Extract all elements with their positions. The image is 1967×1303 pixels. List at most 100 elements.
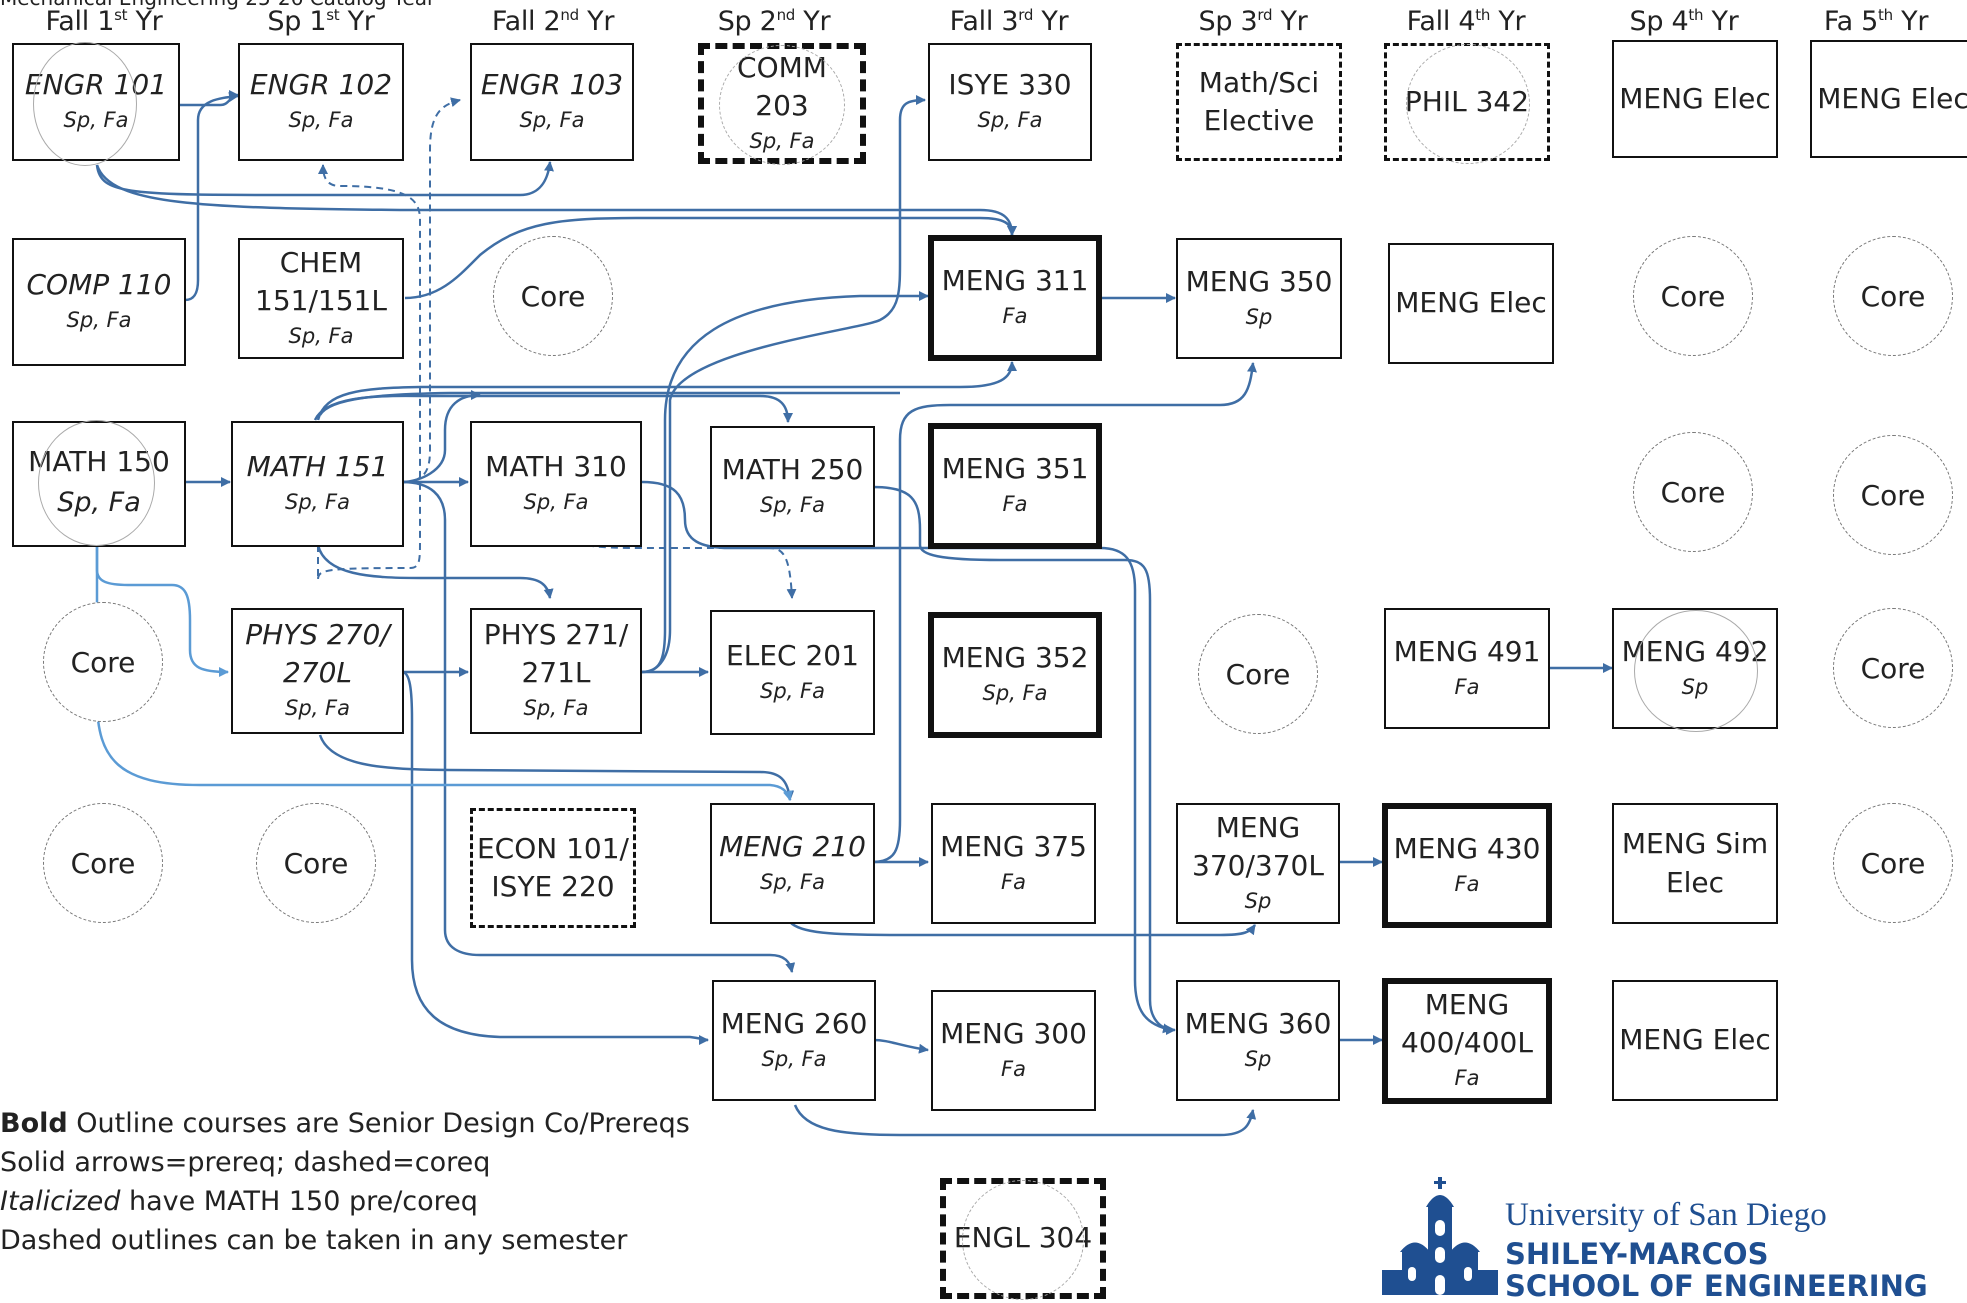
arrow-engr101-meng311 <box>95 164 1017 236</box>
course-phil-342[interactable]: PHIL 342 <box>1384 43 1550 161</box>
course-offered: Sp, Fa <box>288 323 354 348</box>
course-code: MENG 351 <box>941 452 1089 486</box>
core-circle[interactable]: Core <box>256 803 376 923</box>
course-code: MENG 300 <box>940 1016 1087 1050</box>
course-code: MENG 360 <box>1184 1006 1332 1040</box>
course-offered: Fa <box>1002 492 1028 517</box>
mission-building-icon <box>1382 1177 1498 1295</box>
course-meng-elec-fa5[interactable]: MENG Elec <box>1810 40 1967 158</box>
semester-header-sp-1: Sp 1st Yr <box>267 6 375 37</box>
course-engl-304[interactable]: ENGL 304 <box>940 1178 1106 1299</box>
arrow-math151-math250 <box>313 394 793 423</box>
course-meng-sim-elec[interactable]: MENG Sim Elec <box>1612 803 1778 924</box>
core-circle[interactable]: Core <box>1833 236 1953 356</box>
course-offered: Sp, Fa <box>57 487 141 519</box>
core-circle[interactable]: Core <box>1833 803 1953 923</box>
course-offered: Sp, Fa <box>66 308 132 333</box>
core-circle[interactable]: Core <box>1833 435 1953 555</box>
course-offered: Sp, Fa <box>761 1046 827 1071</box>
course-econ-101-isye-220[interactable]: ECON 101/ ISYE 220 <box>470 808 636 928</box>
course-code: MATH 250 <box>721 452 864 486</box>
course-meng-elec-sp4[interactable]: MENG Elec <box>1612 40 1778 158</box>
course-offered: Sp <box>1245 304 1273 329</box>
course-math-sci-elective[interactable]: Math/Sci Elective <box>1176 43 1342 161</box>
course-meng-elec-sp4-bottom[interactable]: MENG Elec <box>1612 980 1778 1101</box>
arrow-phys271-isye330 <box>641 95 926 674</box>
course-offered: Sp, Fa <box>977 108 1043 133</box>
core-circle[interactable]: Core <box>1198 614 1318 734</box>
course-code: ISYE 330 <box>948 68 1072 102</box>
course-offered: Sp, Fa <box>285 490 350 515</box>
logo-school-line2: SCHOOL OF ENGINEERING <box>1505 1269 1928 1303</box>
course-code: MENG 492 <box>1621 634 1769 668</box>
course-code: MENG 210 <box>719 829 866 863</box>
arrow-math151-engr102-coreq <box>317 164 421 581</box>
arrow-phys270-meng260 <box>401 670 709 1045</box>
arrow-comp110-engr102 <box>184 92 239 302</box>
core-circle[interactable]: Core <box>43 803 163 923</box>
course-offered: Sp, Fa <box>285 696 350 721</box>
course-offered: Sp <box>1244 1046 1272 1071</box>
semester-header-sp-4: Sp 4th Yr <box>1629 6 1739 37</box>
arrow-math151-engr103-coreq <box>401 97 461 483</box>
course-code: PHYS 271/ 271L <box>483 618 629 690</box>
course-code: MENG 491 <box>1393 634 1541 668</box>
arrow-engr101-engr103 <box>95 161 554 197</box>
core-circle[interactable]: Core <box>1833 608 1953 728</box>
course-code: Math/Sci Elective <box>1198 65 1320 137</box>
arrow-chem151-meng311 <box>404 216 1017 300</box>
arrow-math250-meng360 <box>872 485 1176 1035</box>
core-circle[interactable]: Core <box>1633 236 1753 356</box>
semester-header-fall-4: Fall 4th Yr <box>1406 6 1526 37</box>
arrow-meng210-meng350 <box>872 362 1257 864</box>
course-offered: Sp, Fa <box>760 678 825 703</box>
core-circle[interactable]: Core <box>1633 432 1753 552</box>
core-circle[interactable]: Core <box>43 602 163 722</box>
legend-arrows: Solid arrows=prereq; dashed=coreq <box>0 1147 491 1178</box>
course-meng-elec-fa4[interactable]: MENG Elec <box>1388 243 1554 364</box>
core-circle[interactable]: Core <box>493 236 613 356</box>
course-code: PHIL 342 <box>1404 84 1530 118</box>
legend-bold-outline: Bold Outline courses are Senior Design C… <box>0 1108 690 1139</box>
course-offered: Sp <box>1681 674 1709 699</box>
usd-logo: University of San Diego SHILEY-MARCOS SC… <box>1380 1175 1928 1303</box>
course-code: MENG 375 <box>940 829 1087 863</box>
course-offered: Sp, Fa <box>760 869 825 894</box>
course-code: ELEC 201 <box>726 638 859 672</box>
course-code: ENGL 304 <box>953 1221 1093 1255</box>
legend-italic: Italicized have MATH 150 pre/coreq <box>0 1186 478 1217</box>
course-offered: Fa <box>1454 871 1480 896</box>
course-code: MENG Elec <box>1619 1023 1771 1057</box>
legend-dashed-outline: Dashed outlines can be taken in any seme… <box>0 1225 628 1256</box>
course-code: ENGR 101 <box>24 68 168 102</box>
arrow-math150-phys270 <box>95 545 229 677</box>
